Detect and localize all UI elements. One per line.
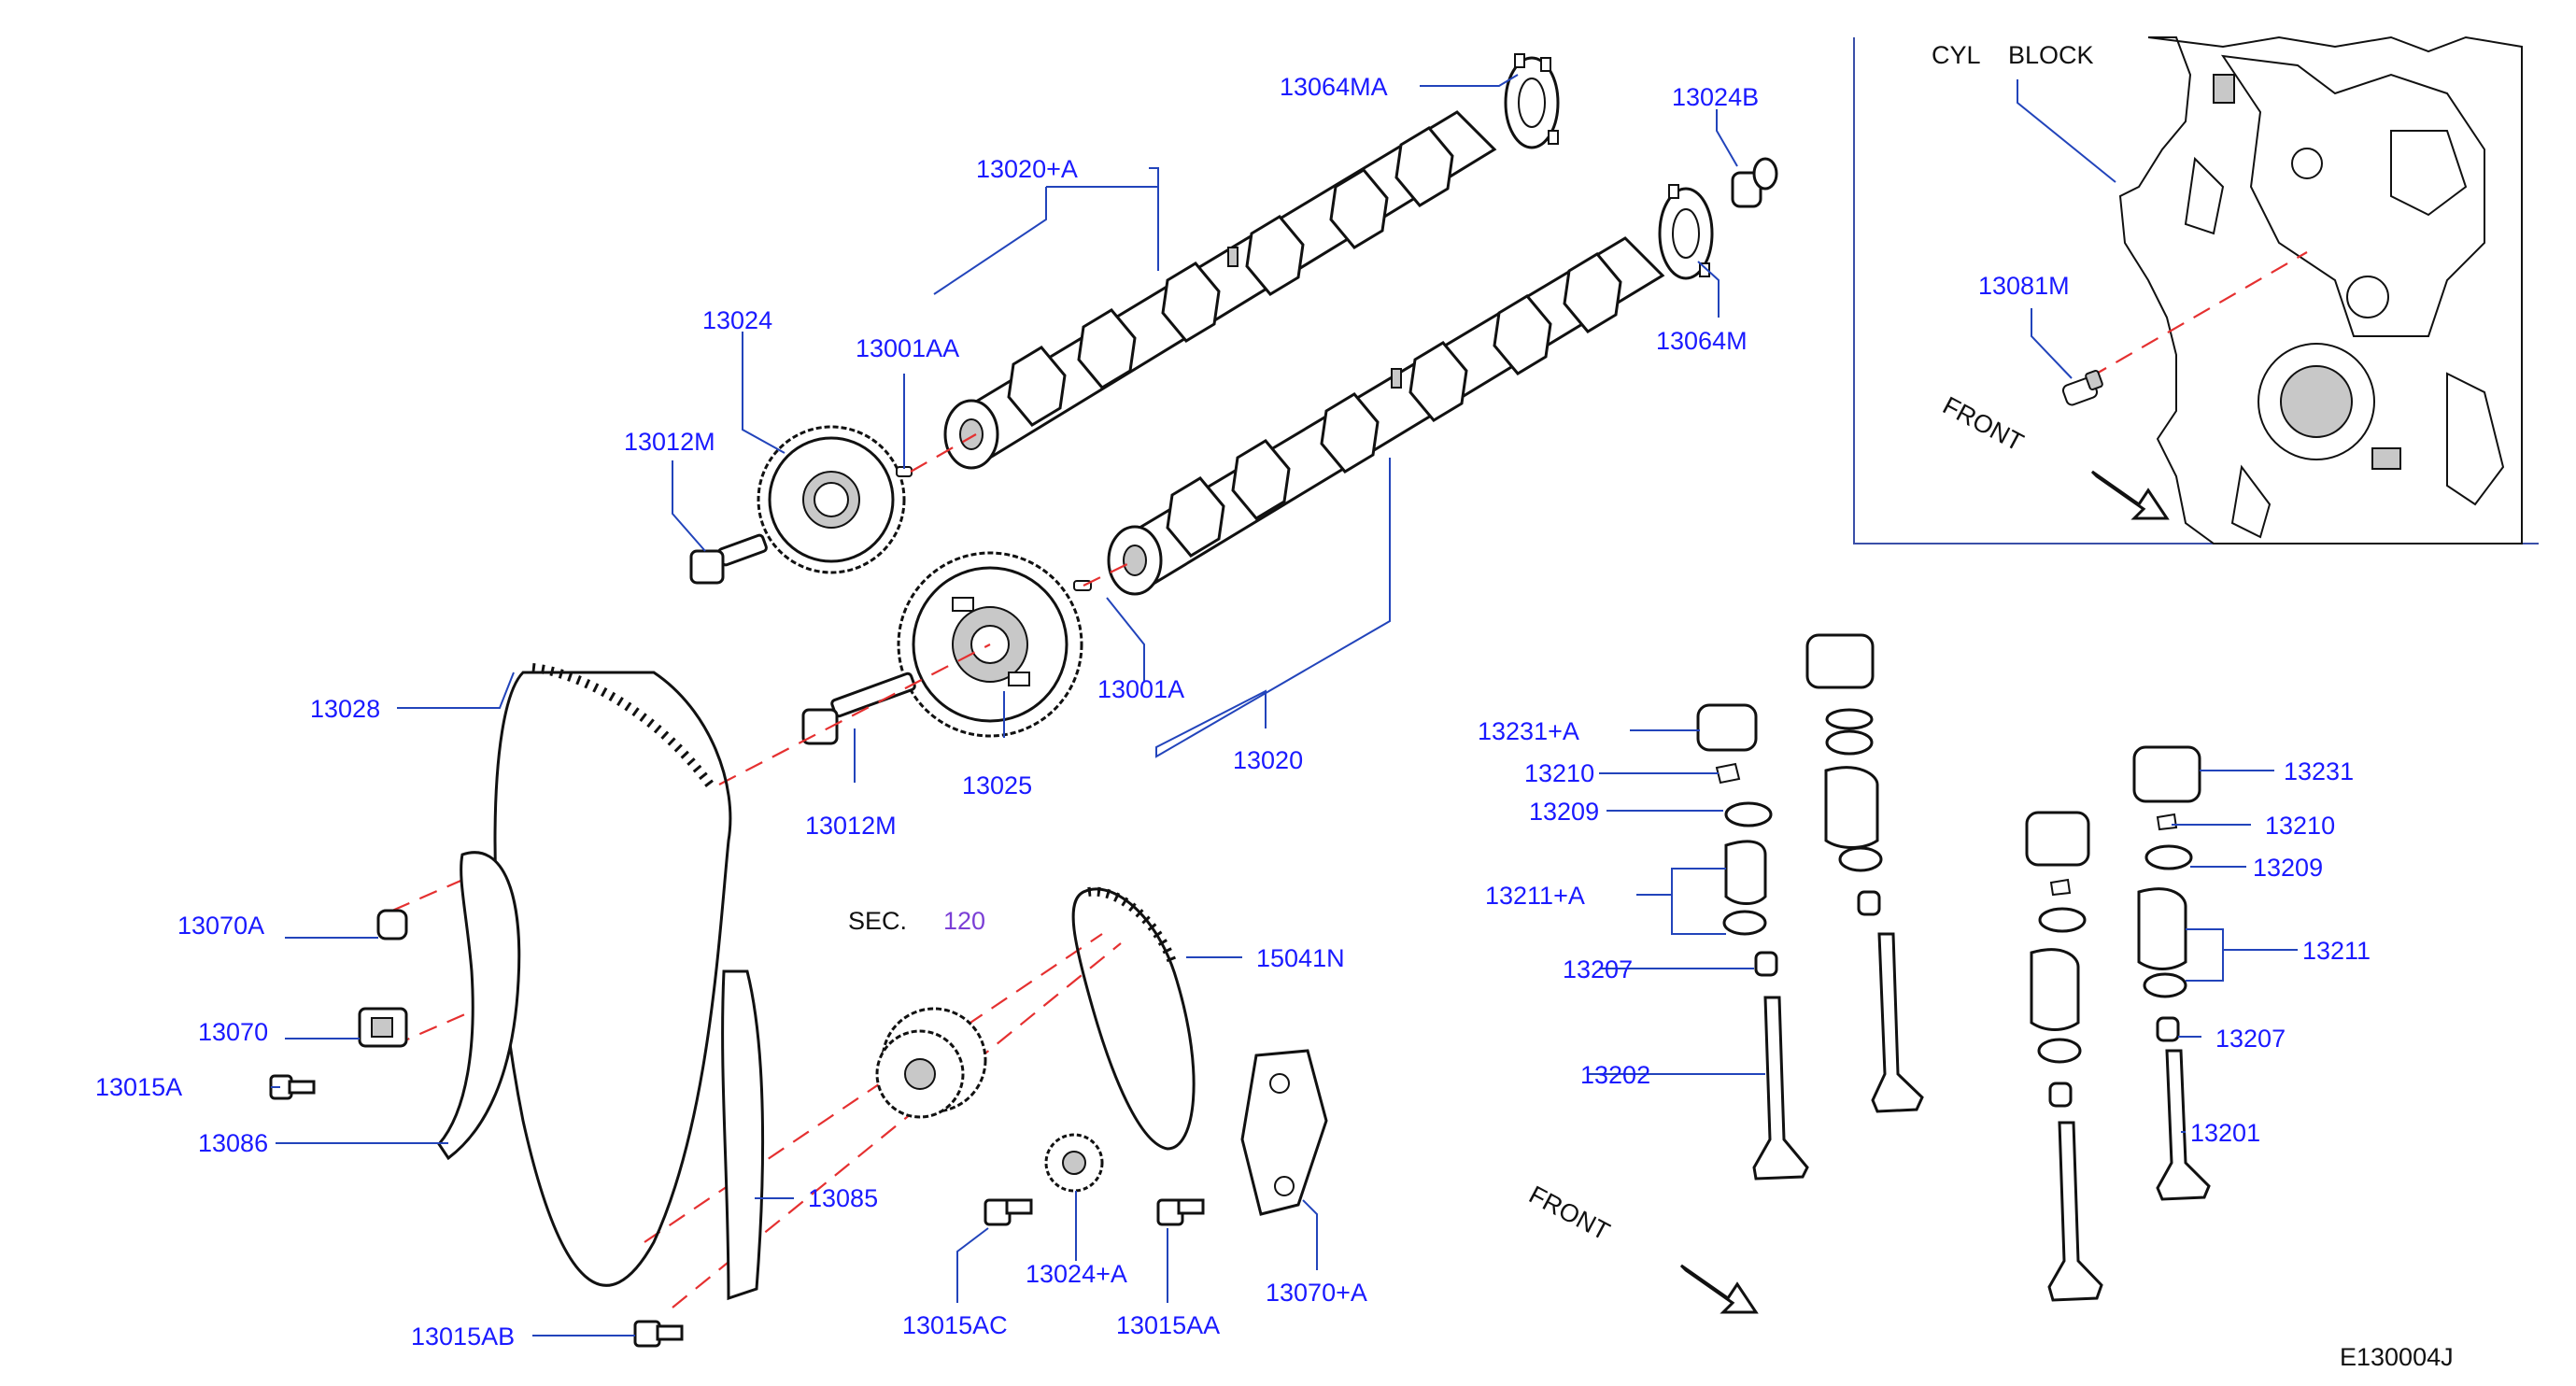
label-13028: 13028: [310, 695, 380, 723]
label-13070A: 13070A: [177, 912, 264, 940]
plug-13024B: [1731, 157, 1778, 208]
label-13064MA: 13064MA: [1280, 73, 1388, 101]
label-13025: 13025: [962, 771, 1032, 799]
label-13070A-plus: 13070+A: [1266, 1279, 1367, 1307]
dowel-pin-13081M: [2061, 369, 2103, 406]
valve-train-left: [1696, 703, 1809, 1181]
label-13231A-plus: 13231+A: [1478, 717, 1579, 745]
crank-sprocket: [875, 1007, 987, 1119]
label-13211A-plus: 13211+A: [1485, 882, 1585, 910]
valve-train-center-right: [2025, 811, 2103, 1302]
label-13211: 13211: [2302, 937, 2371, 965]
cylinder-block-inset: CYL BLOCK 13081M FRONT: [1853, 35, 2539, 544]
label-13024: 13024: [702, 306, 772, 334]
chain-guide-13085: [721, 969, 765, 1301]
lower-cam-lobes: [1166, 252, 1622, 558]
sprocket-13024A: [1044, 1133, 1104, 1193]
diagram-code: E130004J: [2340, 1343, 2454, 1371]
label-13020: 13020: [1233, 746, 1303, 774]
front-arrow-icon: [2090, 470, 2170, 520]
label-13209-right: 13209: [2253, 854, 2323, 882]
tensioner-13070A: [1240, 1049, 1328, 1216]
label-13207-left: 13207: [1563, 955, 1633, 983]
label-13001A: 13001A: [1097, 675, 1184, 703]
oil-pump-chain-15041N: [1071, 886, 1196, 1151]
bolt-13015AB: [633, 1320, 684, 1348]
label-13024B: 13024B: [1672, 83, 1759, 111]
label-13064M: 13064M: [1656, 327, 1748, 355]
bolt-13015AA: [1156, 1198, 1205, 1226]
label-sec-120: 120: [943, 907, 985, 935]
front-label: FRONT: [1524, 1181, 1614, 1246]
bolt-13012M-lower: [801, 672, 916, 745]
label-13081M: 13081M: [1978, 272, 2070, 300]
label-13207-right: 13207: [2215, 1025, 2286, 1053]
label-13015AB: 13015AB: [411, 1322, 515, 1351]
signal-plate-13064MA: [1504, 53, 1560, 149]
valve-train-center: [1805, 633, 1924, 1113]
signal-plate-13064M: [1658, 184, 1714, 280]
inset-title-cyl: CYL: [1932, 41, 1981, 69]
camshaft-upper-13020A: [943, 110, 1497, 470]
bolt-13012M-upper: [689, 533, 768, 585]
label-13015A: 13015A: [95, 1073, 182, 1101]
label-13001AA: 13001AA: [856, 334, 959, 362]
label-13015AC: 13015AC: [902, 1311, 1008, 1339]
camshaft-lower-13020: [1107, 236, 1665, 596]
sprocket-13024: [757, 425, 906, 574]
leader-lines: [271, 74, 2298, 1336]
label-sec: SEC.: [848, 907, 907, 935]
tensioner-13070: [358, 1007, 408, 1048]
label-13209-left: 13209: [1529, 798, 1599, 826]
label-15041N: 15041N: [1256, 944, 1345, 972]
label-13210-right: 13210: [2265, 812, 2335, 840]
chain-guide-13086: [437, 851, 521, 1161]
inset-front-label: FRONT: [1938, 391, 2028, 457]
label-13085: 13085: [808, 1184, 878, 1212]
label-13202: 13202: [1580, 1061, 1650, 1089]
label-13012M-top: 13012M: [624, 428, 715, 456]
upper-cam-lobes: [1007, 126, 1454, 427]
label-13201: 13201: [2190, 1119, 2260, 1147]
label-13024A-plus: 13024+A: [1026, 1260, 1127, 1288]
label-13231: 13231: [2284, 757, 2354, 785]
bolt-13015A: [269, 1074, 316, 1100]
label-13015AA: 13015AA: [1116, 1311, 1220, 1339]
valve-train-right: [2132, 745, 2211, 1201]
label-13210-left: 13210: [1524, 759, 1594, 787]
timing-chain-13028: [493, 663, 732, 1287]
front-arrow-main-icon: [1679, 1264, 1759, 1314]
cylinder-block-drawing: [2118, 35, 2523, 544]
label-13020A-plus: 13020+A: [976, 155, 1078, 183]
bolt-13070A: [376, 909, 408, 940]
inset-title-block: BLOCK: [2008, 41, 2094, 69]
label-13012M-bottom: 13012M: [805, 812, 897, 840]
label-13086: 13086: [198, 1129, 268, 1157]
bolt-13015AC: [984, 1198, 1033, 1226]
label-13070: 13070: [198, 1018, 268, 1046]
